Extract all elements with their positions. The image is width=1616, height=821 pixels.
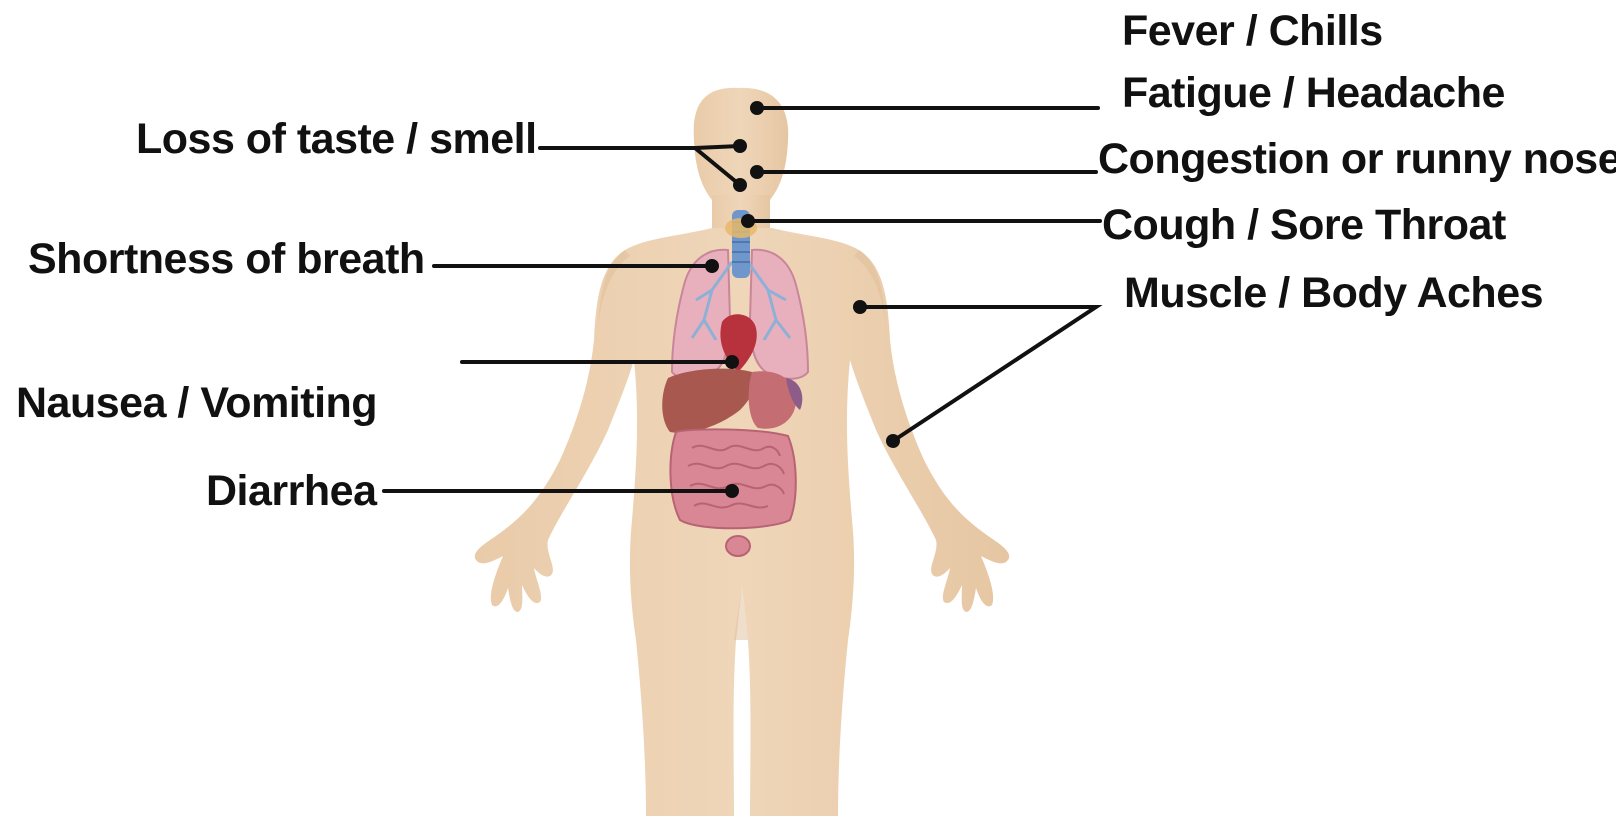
muscle-dot-arm — [886, 434, 900, 448]
congestion-dot — [750, 165, 764, 179]
label-nausea-vomiting: Nausea / Vomiting — [16, 382, 377, 425]
label-shortness-of-breath: Shortness of breath — [28, 238, 425, 281]
label-congestion: Congestion or runny nose — [1098, 138, 1616, 181]
taste-dot-nose — [733, 139, 747, 153]
label-fatigue-headache: Fatigue / Headache — [1122, 72, 1505, 115]
label-muscle-body-aches: Muscle / Body Aches — [1124, 272, 1543, 315]
nausea-dot — [725, 355, 739, 369]
muscle-dot-shoulder — [853, 300, 867, 314]
taste-dot-mouth — [733, 178, 747, 192]
label-loss-of-taste-smell: Loss of taste / smell — [136, 118, 537, 161]
label-diarrhea: Diarrhea — [206, 470, 376, 513]
breath-dot — [705, 259, 719, 273]
label-cough-sore-throat: Cough / Sore Throat — [1102, 204, 1506, 247]
cough-dot — [741, 214, 755, 228]
fatigue-dot — [750, 101, 764, 115]
label-fever-chills: Fever / Chills — [1122, 10, 1383, 53]
diarrhea-dot — [725, 484, 739, 498]
